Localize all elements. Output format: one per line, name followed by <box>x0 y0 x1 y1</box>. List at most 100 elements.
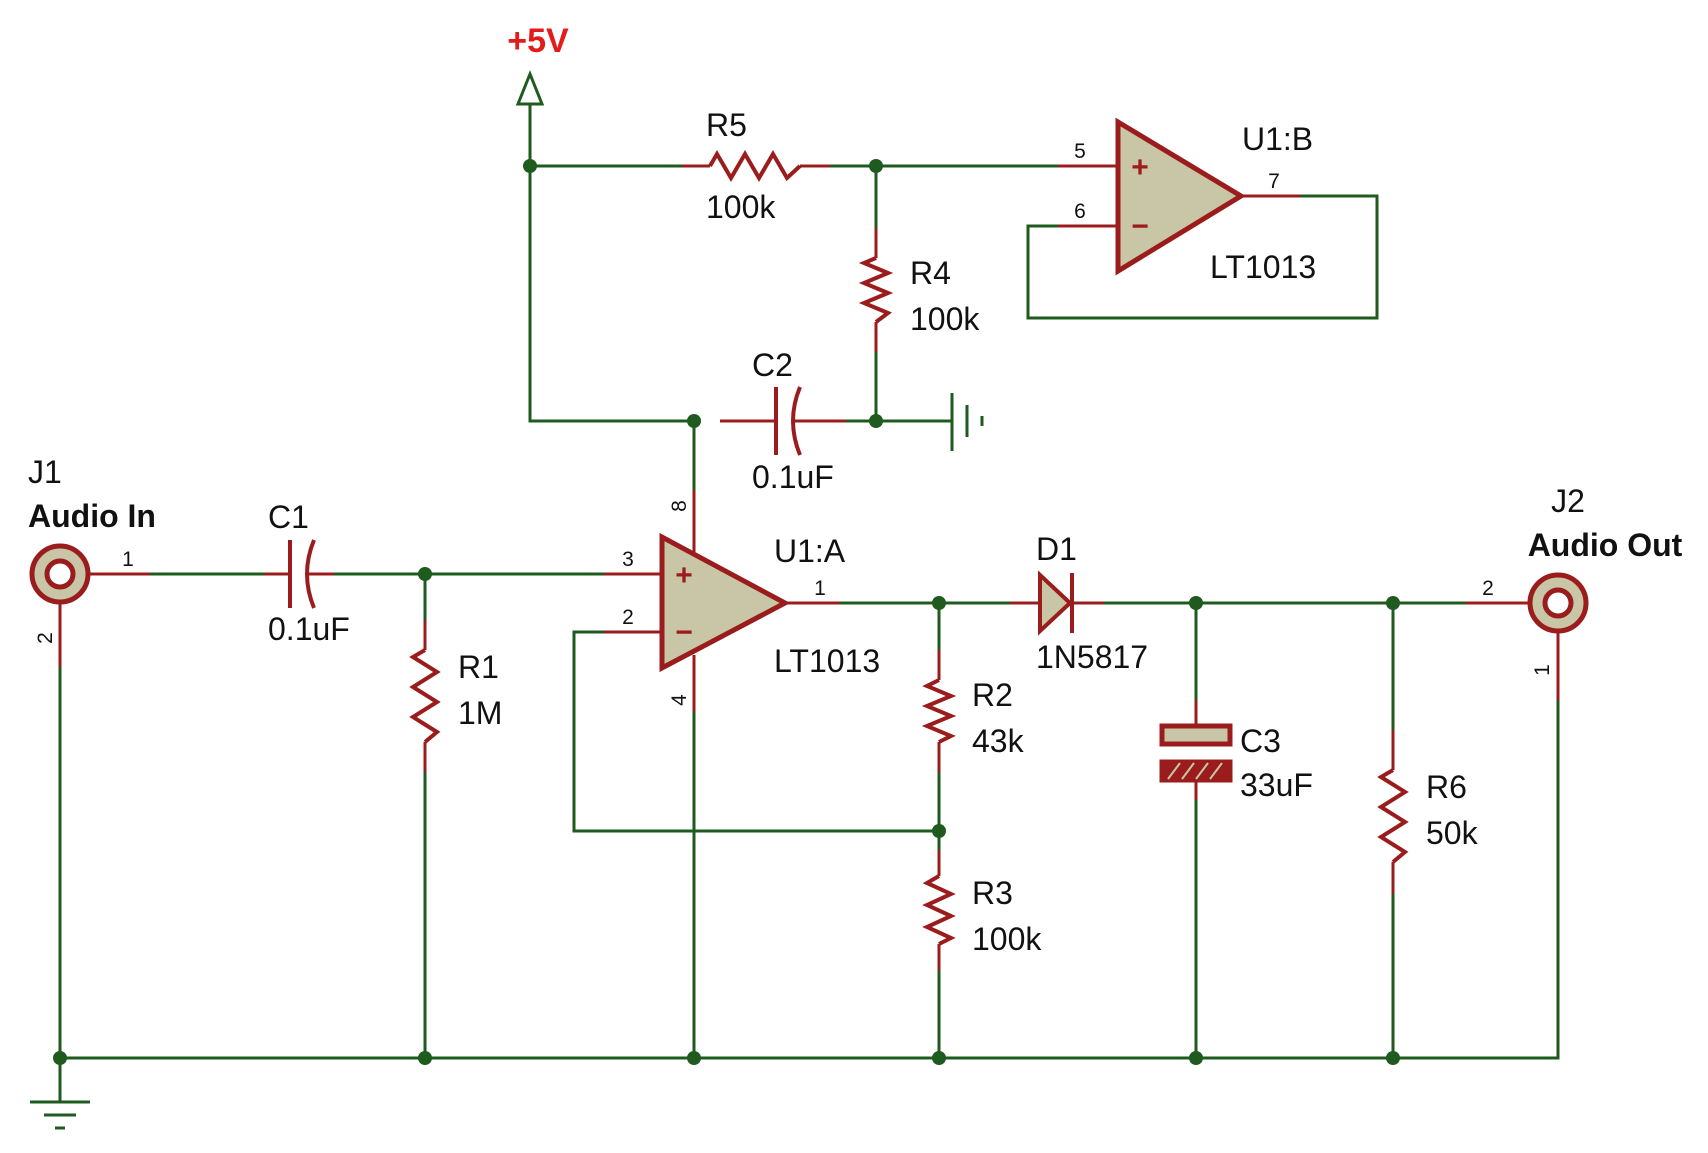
u1a-value: LT1013 <box>774 643 880 679</box>
u1a-pin1-label: 1 <box>814 577 826 600</box>
junction-dot <box>932 824 946 838</box>
r1-ref: R1 <box>458 649 499 685</box>
r6-zigzag <box>1377 768 1409 864</box>
c3-plate-positive <box>1159 723 1233 747</box>
r2-value: 43k <box>972 723 1025 759</box>
resistor-r2: R2 43k <box>921 650 1025 772</box>
u1a-triangle <box>659 532 791 673</box>
u1b-plus-sign: + <box>1131 151 1149 184</box>
u1a-minus-sign: − <box>675 616 693 649</box>
wire-u1a-feedback <box>572 630 941 833</box>
c2-plate-curved <box>791 386 802 456</box>
d1-anode-triangle <box>1038 570 1073 636</box>
j1-pin1-label: 1 <box>122 548 134 571</box>
c1-plate-curved <box>305 539 316 609</box>
junction-dot <box>418 1051 432 1065</box>
wires <box>58 102 1560 1102</box>
u1a-ref: U1:A <box>774 533 846 569</box>
j2-pin2-label: 2 <box>1482 577 1494 600</box>
r2-zigzag <box>921 678 957 744</box>
r3-zigzag <box>922 874 956 946</box>
r5-value: 100k <box>706 189 776 225</box>
wire-u1b-feedback <box>1026 194 1379 320</box>
r4-value: 100k <box>910 301 980 337</box>
junction-dot <box>418 567 432 581</box>
wire-ground-bus <box>58 698 1560 1060</box>
j1-ref: J1 <box>28 454 62 490</box>
resistor-r4: R4 100k <box>858 228 980 352</box>
u1a-pin2-label: 2 <box>622 606 634 629</box>
junction-dot <box>523 159 537 173</box>
junction-dot <box>869 414 883 428</box>
connector-j1: 1 2 J1 Audio In <box>28 454 156 667</box>
junction-dots <box>53 159 1400 1065</box>
j2-pin1-label: 1 <box>1531 664 1554 676</box>
junction-dot <box>869 159 883 173</box>
u1b-value: LT1013 <box>1210 249 1316 285</box>
c3-hatch <box>1167 762 1223 780</box>
r1-zigzag <box>409 648 441 744</box>
r4-ref: R4 <box>910 255 951 291</box>
u1a-pin3-label: 3 <box>622 548 634 571</box>
resistor-r6: R6 50k <box>1377 730 1479 894</box>
u1a-pin4-label: 4 <box>668 694 691 706</box>
wire-vcc-vertical <box>528 102 696 423</box>
c3-ref: C3 <box>1240 723 1281 759</box>
u1b-pin5-label: 5 <box>1074 140 1086 163</box>
opamp-u1b: + − 5 6 7 U1:B LT1013 <box>1058 117 1316 285</box>
junction-dot <box>687 414 701 428</box>
resistor-r5: R5 100k <box>682 107 830 225</box>
junction-dot <box>1189 1051 1203 1065</box>
capacitor-c3: C3 33uF <box>1159 700 1313 803</box>
d1-ref: D1 <box>1036 531 1077 567</box>
jack-inner-icon <box>1542 587 1574 619</box>
resistor-r3: R3 100k <box>922 850 1042 970</box>
junction-dot <box>53 1051 67 1065</box>
diode-d1: D1 1N5817 <box>1010 531 1148 675</box>
u1b-pin6-label: 6 <box>1074 200 1086 223</box>
c3-value: 33uF <box>1240 767 1313 803</box>
junction-dot <box>1386 1051 1400 1065</box>
junction-dot <box>1386 596 1400 610</box>
u1b-minus-sign: − <box>1131 210 1149 243</box>
connector-j2: 2 1 J2 Audio Out <box>1466 483 1683 700</box>
r1-value: 1M <box>458 695 502 731</box>
capacitor-c2: C2 0.1uF <box>720 347 846 495</box>
j1-value: Audio In <box>28 498 156 534</box>
r6-value: 50k <box>1426 815 1479 851</box>
u1a-plus-sign: + <box>675 559 693 592</box>
r3-ref: R3 <box>972 875 1013 911</box>
u1a-pin8-label: 8 <box>668 500 691 512</box>
power-arrow-icon <box>515 69 545 106</box>
j1-pin2-label: 2 <box>34 632 57 644</box>
c2-value: 0.1uF <box>752 459 834 495</box>
d1-value: 1N5817 <box>1036 639 1148 675</box>
r2-ref: R2 <box>972 677 1013 713</box>
junction-dot <box>687 1051 701 1065</box>
capacitor-c1: C1 0.1uF <box>264 499 350 647</box>
c2-ref: C2 <box>752 347 793 383</box>
j2-ref: J2 <box>1551 483 1585 519</box>
r5-zigzag <box>708 150 802 182</box>
r5-ref: R5 <box>706 107 747 143</box>
junction-dot <box>932 596 946 610</box>
u1b-triangle <box>1115 117 1246 276</box>
junction-dot <box>932 1051 946 1065</box>
power-symbol-vcc: +5V <box>507 22 569 106</box>
power-label: +5V <box>507 22 569 60</box>
r6-ref: R6 <box>1426 769 1467 805</box>
r4-zigzag <box>858 256 894 324</box>
j2-value: Audio Out <box>1528 527 1683 563</box>
c1-value: 0.1uF <box>268 611 350 647</box>
c1-ref: C1 <box>268 499 309 535</box>
junction-dot <box>1189 596 1203 610</box>
resistor-r1: R1 1M <box>409 620 502 772</box>
u1b-pin7-label: 7 <box>1268 170 1280 193</box>
ground-symbol-bottom-left <box>30 1100 90 1130</box>
opamp-u1a: + − 3 2 1 8 4 U1:A LT1013 <box>604 490 880 712</box>
r3-value: 100k <box>972 921 1042 957</box>
u1b-ref: U1:B <box>1242 121 1313 157</box>
ground-symbol-c2 <box>950 393 984 451</box>
jack-inner-icon <box>44 558 76 590</box>
